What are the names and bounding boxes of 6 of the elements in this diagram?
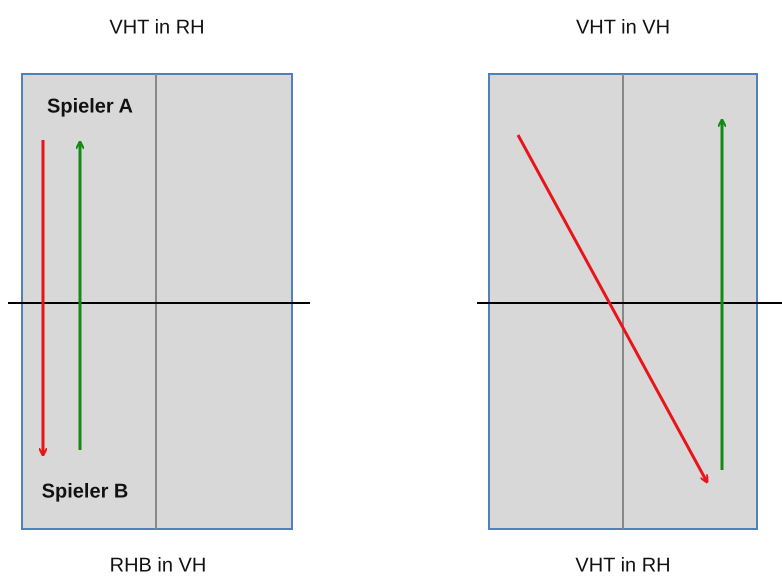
stroke-caption: VHT in RH [575, 554, 671, 578]
stroke-caption: VHT in RH [109, 16, 205, 40]
stroke-caption: RHB in VH [110, 554, 206, 578]
player-label: Spieler A [47, 96, 133, 118]
stroke-caption: VHT in VH [576, 16, 670, 40]
player-label: Spieler B [42, 480, 128, 504]
